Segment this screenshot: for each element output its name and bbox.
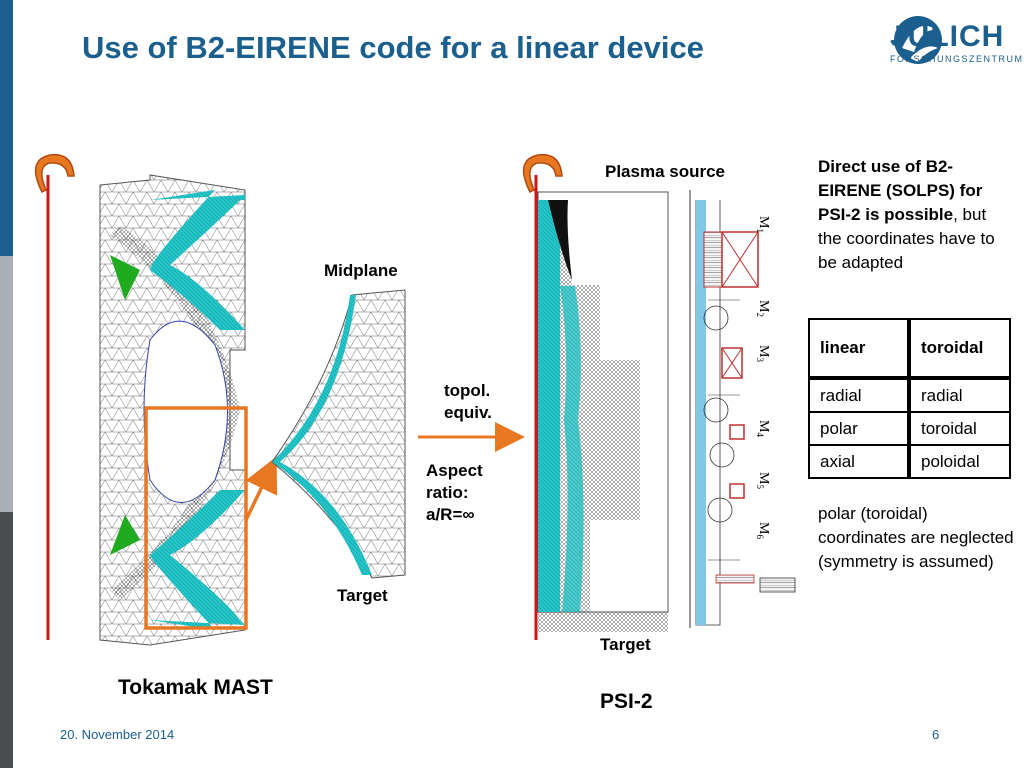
sidebar-stripe-blue <box>0 0 13 256</box>
sidebar-stripe-gray <box>0 256 13 512</box>
psi-target-label: Target <box>600 635 651 654</box>
table-header-linear: linear <box>808 318 911 380</box>
aspect-ratio-label: Aspect ratio: a/R=∞ <box>426 460 483 526</box>
sidebar-stripe-dark <box>0 512 13 768</box>
coil-label-m5: M5 <box>755 472 771 489</box>
psi-technical-drawing <box>689 190 796 628</box>
mast-target-label: Target <box>337 586 388 605</box>
table-cell: radial <box>908 377 1011 413</box>
table-row: axial poloidal <box>808 444 1011 479</box>
aspect-line3: a/R=∞ <box>426 505 475 524</box>
table-cell: toroidal <box>908 411 1011 446</box>
tokamak-mast-caption: Tokamak MAST <box>118 676 273 699</box>
topology-label: topol. equiv. <box>444 380 492 424</box>
table-cell: polar <box>808 411 911 446</box>
direct-use-normal: , but the coordinates have to be adapted <box>818 205 995 272</box>
mast-zoom-arrow <box>244 456 278 521</box>
direct-use-text: Direct use of B2-EIRENE (SOLPS) for PSI-… <box>818 155 1008 275</box>
plasma-source-label: Plasma source <box>605 162 726 181</box>
table-header-row: linear toroidal <box>808 318 1011 380</box>
coordinate-table: linear toroidal radial radial polar toro… <box>808 318 1011 479</box>
coil-label-m4: M4 <box>755 420 771 437</box>
coil-label-m2: M2 <box>755 300 771 317</box>
table-row: radial radial <box>808 377 1011 413</box>
topology-label-line2: equiv. <box>444 403 492 422</box>
midplane-label: Midplane <box>324 261 398 280</box>
zoomed-mesh <box>271 289 406 579</box>
coil-label-m6: M6 <box>755 522 771 539</box>
coil-label-m1: M1 <box>755 216 771 233</box>
table-cell: radial <box>808 377 911 413</box>
table-cell: axial <box>808 444 911 479</box>
polar-note: polar (toroidal) coordinates are neglect… <box>818 504 1014 571</box>
direct-use-bold: Direct use of B2-EIRENE (SOLPS) for PSI-… <box>818 157 983 224</box>
psi-rotation-arrow-icon <box>522 153 563 194</box>
psi-mesh <box>537 191 669 632</box>
logo-subtitle: FORSCHUNGSZENTRUM <box>890 54 1024 64</box>
psi2-caption: PSI-2 <box>600 690 653 713</box>
logo-wordmark: JÜLICH <box>890 20 1005 53</box>
mast-rotation-arrow-icon <box>34 153 75 194</box>
slide-title: Use of B2-EIRENE code for a linear devic… <box>82 30 704 65</box>
table-row: polar toroidal <box>808 411 1011 446</box>
coil-label-m3: M3 <box>755 345 771 362</box>
table-cell: poloidal <box>908 444 1011 479</box>
page-number: 6 <box>932 727 940 742</box>
aspect-line1: Aspect <box>426 461 483 480</box>
topology-label-line1: topol. <box>444 381 491 400</box>
julich-logo <box>894 16 942 64</box>
footer-date: 20. November 2014 <box>60 727 175 742</box>
aspect-line2: ratio: <box>426 483 469 502</box>
mast-mesh <box>99 174 246 646</box>
table-header-toroidal: toroidal <box>908 318 1011 380</box>
